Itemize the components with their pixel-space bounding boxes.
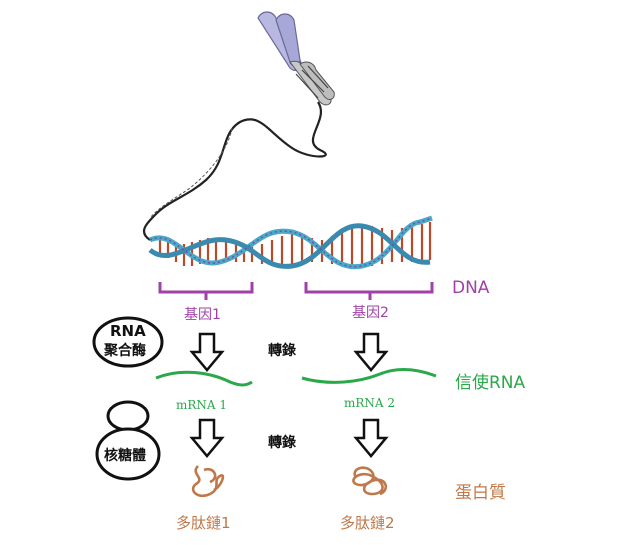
mrna1-strand (155, 370, 253, 387)
dna-double-helix (148, 215, 433, 270)
gene1-label: 基因1 (184, 307, 221, 323)
protein-label: 蛋白質 (455, 483, 506, 503)
mrna2-strand (301, 368, 437, 384)
rna-polymerase-shape (92, 316, 164, 368)
transcription-arrow-2 (353, 332, 389, 372)
rna-polymerase-label-line1: RNA (110, 322, 146, 340)
transcription-arrow-1 (189, 332, 225, 372)
mrna2-label: mRNA 2 (344, 396, 396, 410)
polypeptide1-shape (191, 465, 225, 498)
chromosome-icon (257, 11, 335, 106)
ribosome-icon (95, 400, 161, 481)
dna-label: DNA (452, 278, 490, 298)
polypeptide2-label: 多肽鏈2 (340, 514, 395, 532)
messenger-rna-label: 信使RNA (455, 373, 526, 393)
gene2-label: 基因2 (352, 305, 389, 321)
transcription-label-1: 轉錄 (268, 343, 296, 359)
transcription-label-2: 轉錄 (268, 435, 296, 451)
polypeptide2-shape (352, 466, 388, 496)
ribosome-label: 核糖體 (104, 448, 146, 464)
gene1-bracket (158, 282, 254, 300)
rna-polymerase-label-line2: 聚合酶 (104, 343, 146, 359)
translation-arrow-2 (353, 418, 389, 458)
gene2-bracket (304, 282, 434, 300)
dna-coil (142, 101, 327, 241)
polypeptide1-label: 多肽鏈1 (176, 514, 231, 532)
mrna1-label: mRNA 1 (176, 398, 228, 412)
translation-arrow-1 (189, 418, 225, 458)
